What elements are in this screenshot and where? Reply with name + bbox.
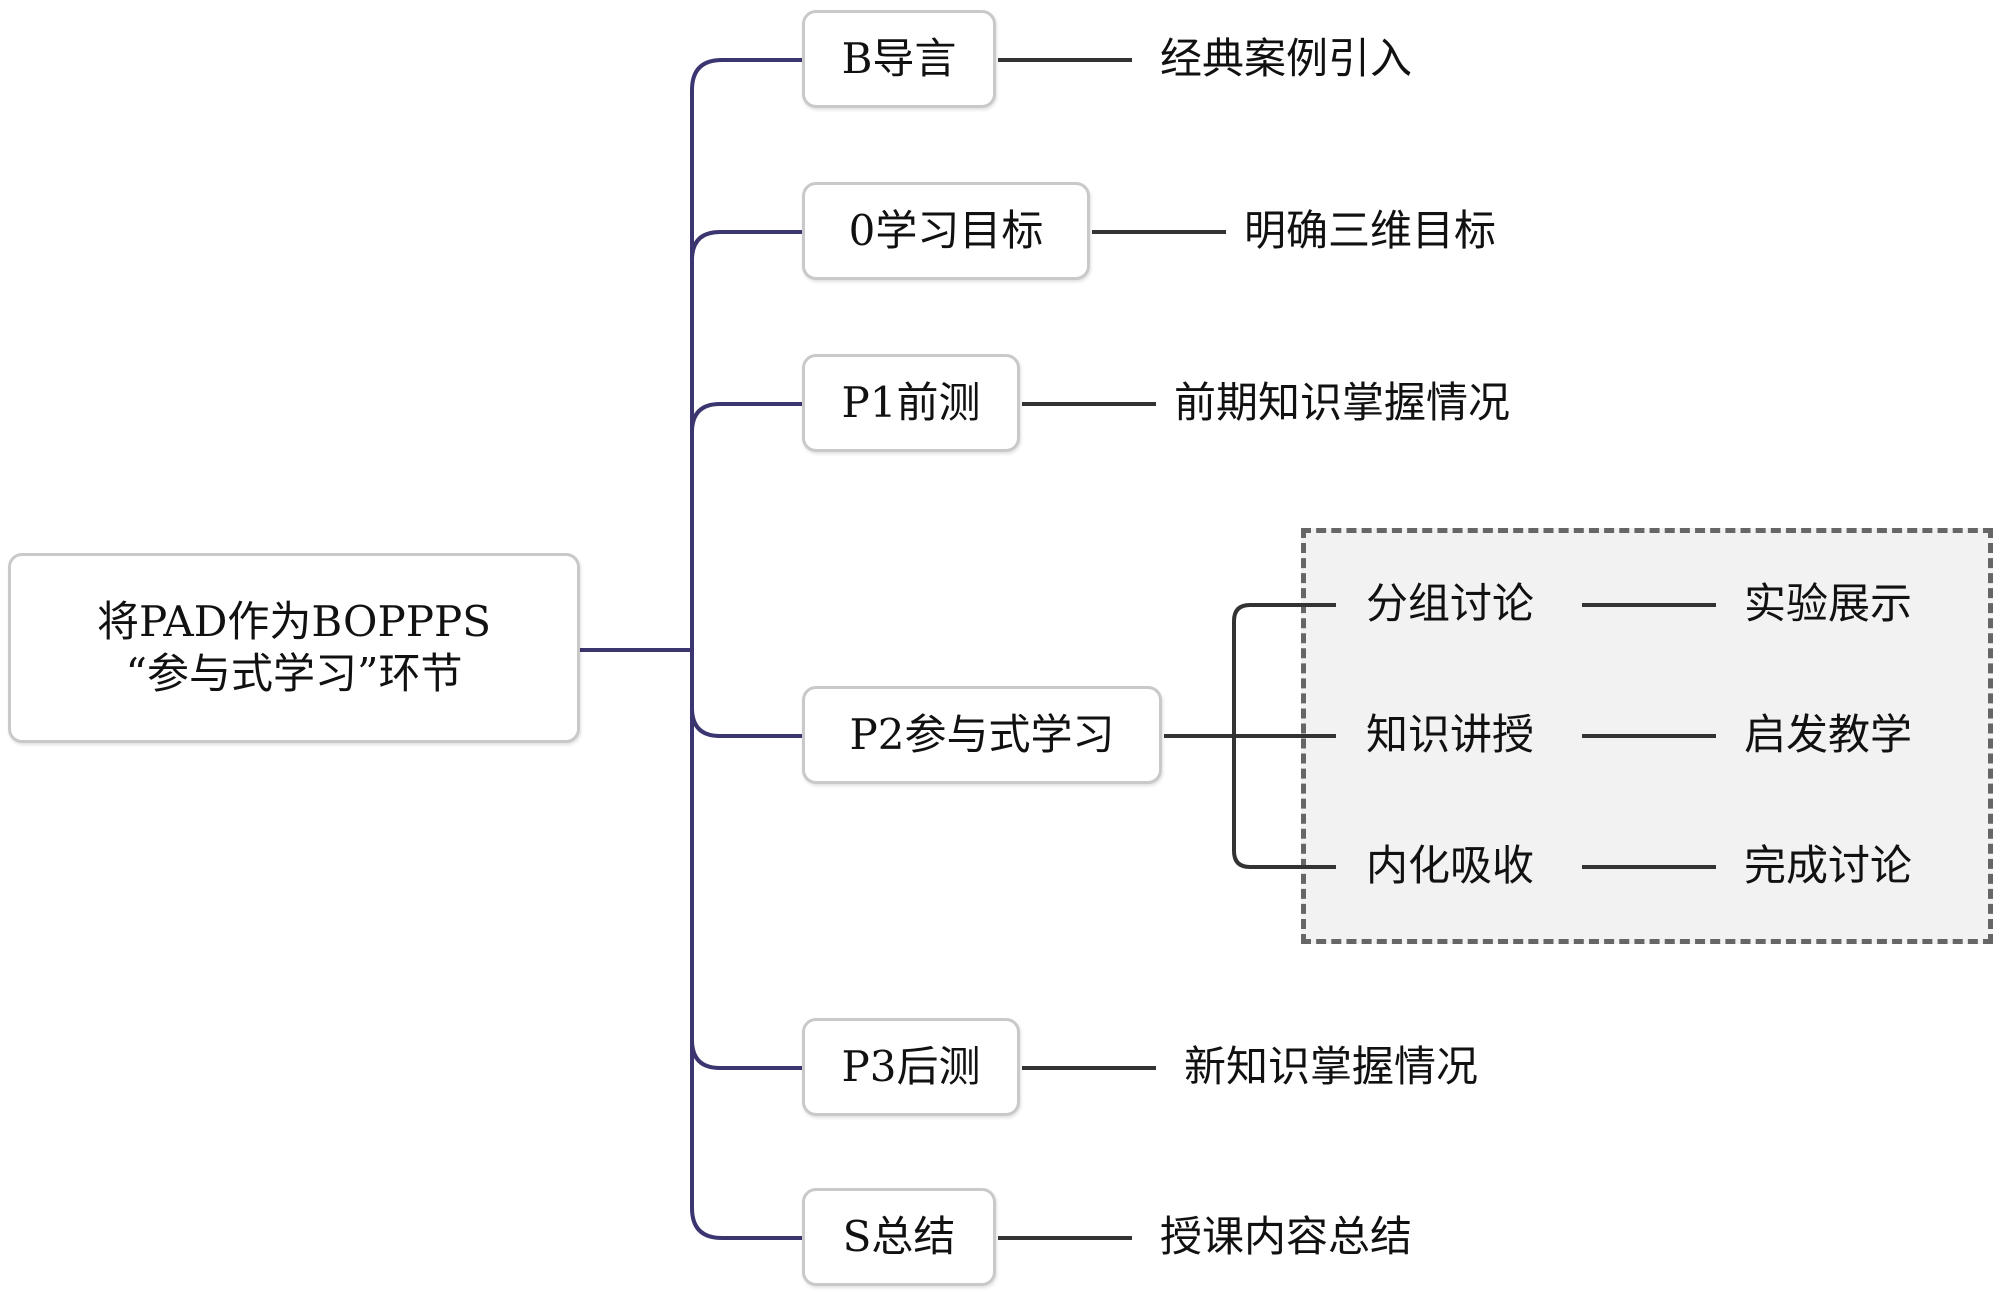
branch-node-p2: P2参与式学习 — [802, 686, 1162, 784]
root-title-line2: “参与式学习”环节 — [125, 649, 463, 698]
branch-connector-0 — [690, 230, 802, 261]
branch-connector-1 — [690, 402, 802, 433]
trunk-line — [690, 58, 802, 1240]
root-node: 将PAD作为BOPPPS “参与式学习”环节 — [8, 553, 580, 743]
root-title-line1: 将PAD作为BOPPPS — [96, 596, 492, 646]
branch-desc-p3: 新知识掌握情况 — [1184, 1042, 1479, 1091]
branch-connector-3 — [690, 1039, 802, 1070]
branch-desc-o: 明确三维目标 — [1244, 206, 1497, 255]
branch-node-b: B导言 — [802, 10, 996, 108]
branch-node-p3: P3后测 — [802, 1018, 1020, 1116]
branch-node-p1: P1前测 — [802, 354, 1020, 452]
branch-node-s: S总结 — [802, 1188, 996, 1286]
branch-desc-b: 经典案例引入 — [1160, 34, 1413, 83]
sub-step-1: 知识讲授 — [1366, 710, 1535, 759]
sub-result-1: 启发教学 — [1744, 710, 1913, 759]
sub-step-0: 分组讨论 — [1366, 579, 1535, 628]
sub-result-0: 实验展示 — [1744, 579, 1913, 628]
branch-desc-s: 授课内容总结 — [1160, 1212, 1413, 1261]
sub-result-2: 完成讨论 — [1744, 841, 1913, 890]
branch-node-o: 0学习目标 — [802, 182, 1090, 280]
branch-connector-2 — [690, 707, 802, 738]
branch-desc-p1: 前期知识掌握情况 — [1174, 378, 1511, 427]
sub-step-2: 内化吸收 — [1366, 841, 1535, 890]
